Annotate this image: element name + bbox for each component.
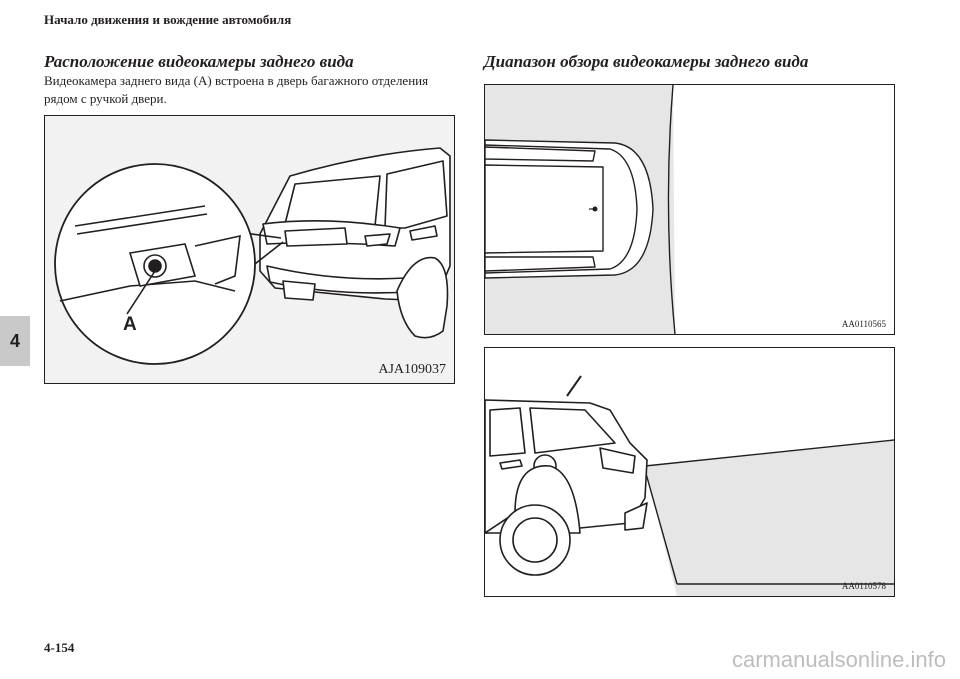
page-number: 4-154 xyxy=(44,640,75,655)
camera-callout-label: A xyxy=(123,314,137,335)
watermark: carmanualsonline.info xyxy=(731,647,946,672)
figure-code: AA0110565 xyxy=(841,319,886,329)
figure-code: AA0110578 xyxy=(841,581,886,591)
figure-code: AJA109037 xyxy=(378,362,446,377)
figure-camera-range-top: AA0110565 xyxy=(484,84,895,335)
camera-location-illustration xyxy=(54,147,451,365)
side-view-illustration xyxy=(485,375,894,596)
section-heading-camera-range: Диапазон обзора видеокамеры заднего вида xyxy=(484,52,809,71)
section-heading-camera-location: Расположение видеокамеры заднего вида xyxy=(44,52,354,71)
camera-location-description: Видеокамера заднего вида (A) встроена в … xyxy=(44,73,429,106)
top-view-illustration xyxy=(485,85,676,334)
figure-camera-location: A AJA109037 xyxy=(44,115,455,384)
running-head: Начало движения и вождение автомобиля xyxy=(44,12,292,27)
figure-camera-range-side: AA0110578 xyxy=(484,347,895,597)
chapter-tab: 4 xyxy=(0,316,30,366)
